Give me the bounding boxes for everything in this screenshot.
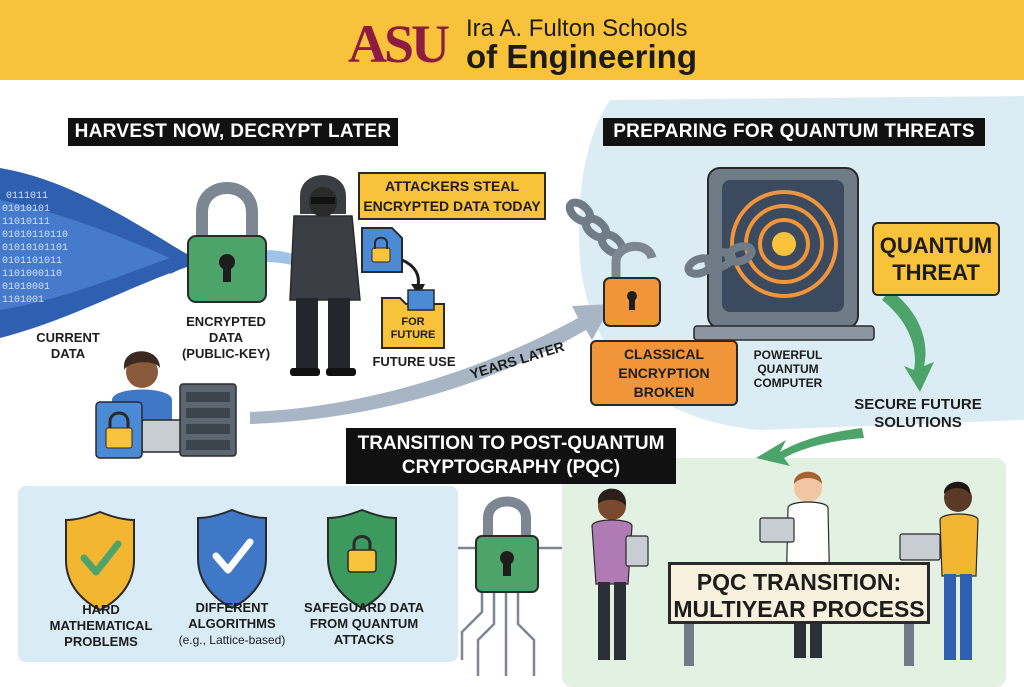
broken-line: ENCRYPTION [618, 365, 710, 381]
encrypted-data-line: DATA [208, 330, 244, 345]
broken-chain-icon [565, 198, 756, 278]
shield-safeguard-icon [327, 508, 397, 610]
team-member-tablet-icon [591, 488, 649, 660]
current-data-line: DATA [50, 346, 86, 361]
sign-line: PQC TRANSITION: [696, 569, 902, 595]
secure-line: SOLUTIONS [874, 414, 962, 431]
pqc-padlock-icon [475, 496, 539, 593]
solutions-to-team-arrow-icon [756, 428, 864, 466]
threat-line: THREAT [892, 260, 980, 285]
broken-padlock-icon [603, 241, 661, 327]
encryption-broken-callout: CLASSICAL ENCRYPTION BROKEN [590, 340, 738, 406]
quantum-computer-icon [693, 167, 875, 341]
harvest-title: HARVEST NOW, DECRYPT LATER [68, 118, 398, 146]
computer-line: POWERFUL [753, 348, 823, 362]
attackers-line: ATTACKERS STEAL [384, 178, 520, 194]
secure-line: SECURE FUTURE [854, 396, 982, 413]
binary-line: 1101001 [2, 295, 45, 306]
quantum-title: PREPARING FOR QUANTUM THREATS [603, 118, 985, 146]
broken-line: CLASSICAL [623, 346, 705, 362]
current-data-line: CURRENT [36, 330, 100, 345]
computer-line: QUANTUM [757, 362, 819, 376]
quantum-threat-callout: QUANTUM THREAT [872, 222, 1000, 296]
shield-line: MATHEMATICAL [49, 618, 153, 633]
pqc-title-line: CRYPTOGRAPHY (PQC) [401, 457, 621, 478]
stolen-document-icon [361, 227, 403, 273]
threat-line: QUANTUM [879, 233, 993, 258]
folder-line: FUTURE [390, 329, 436, 341]
sign-post-left [684, 622, 694, 666]
future-use-label: FUTURE USE [372, 354, 456, 369]
shield-line: SAFEGUARD DATA [303, 600, 425, 615]
data-flow-arrow-icon [170, 246, 200, 274]
threat-to-solutions-arrow-icon [882, 290, 934, 392]
shield-line: PROBLEMS [64, 634, 138, 649]
sign-line: MULTIYEAR PROCESS [673, 596, 925, 622]
encrypted-data-line: ENCRYPTED [186, 314, 266, 329]
binary-line: 01010101101 [2, 243, 69, 254]
shield-hard-math-icon [65, 510, 135, 612]
header-band [0, 0, 1024, 80]
server-rack-icon [179, 383, 237, 457]
shield-label-hard-math: HARD MATHEMATICAL PROBLEMS [40, 602, 162, 650]
current-data-label: CURRENT DATA [30, 330, 106, 362]
binary-line: 1101000110 [2, 269, 63, 280]
shield-line: DIFFERENT [195, 600, 269, 615]
attacker-figure-icon [289, 175, 361, 376]
binary-line: 01010110110 [2, 230, 69, 241]
folder-line: FOR [401, 316, 425, 328]
pqc-title-line: TRANSITION TO POST-QUANTUM [357, 433, 665, 454]
shield-line: HARD [82, 602, 120, 617]
team-member-laptop-icon [899, 481, 979, 660]
pqc-title: TRANSITION TO POST-QUANTUM CRYPTOGRAPHY … [346, 428, 676, 484]
encrypted-data-line: (PUBLIC-KEY) [181, 346, 271, 361]
sign-post-right [904, 622, 914, 666]
shield-line: ATTACKS [333, 632, 395, 647]
broken-line: BROKEN [633, 384, 695, 400]
binary-stream: 0111011 01010101 11010111 01010110110 01… [2, 190, 172, 307]
shield-label-algorithms: DIFFERENT ALGORITHMS (e.g., Lattice-base… [170, 600, 294, 648]
data-stream-highlight-icon [0, 200, 170, 310]
steal-arrow-icon [401, 258, 420, 287]
binary-line: 0111011 [6, 191, 49, 202]
years-later-arrow-icon [250, 304, 612, 424]
binary-line: 01010101 [2, 204, 51, 215]
attackers-callout: ATTACKERS STEAL ENCRYPTED DATA TODAY [358, 172, 546, 220]
shield-label-safeguard: SAFEGUARD DATA FROM QUANTUM ATTACKS [300, 600, 428, 648]
encrypted-padlock-icon [187, 182, 267, 303]
shield-algorithms-icon [197, 508, 267, 610]
shield-line: FROM QUANTUM [309, 616, 419, 631]
shield-line: (e.g., Lattice-based) [178, 633, 286, 647]
pqc-circuit-traces-icon [458, 546, 562, 676]
logo-line-engineering: of Engineering [466, 38, 697, 75]
binary-line: 0101101011 [2, 256, 63, 267]
quantum-computer-label: POWERFUL QUANTUM COMPUTER [742, 348, 834, 390]
folder-label: FOR FUTURE [384, 316, 442, 342]
encrypted-data-label: ENCRYPTED DATA (PUBLIC-KEY) [170, 314, 282, 362]
shield-line: ALGORITHMS [188, 616, 276, 631]
asu-logo-mark: ASU [348, 14, 450, 74]
computer-line: COMPUTER [753, 376, 823, 390]
attackers-line: ENCRYPTED DATA TODAY [363, 198, 541, 214]
pqc-transition-sign: PQC TRANSITION: MULTIYEAR PROCESS [668, 562, 930, 624]
worker-padlock-icon [95, 401, 143, 459]
logo-line-schools: Ira A. Fulton Schools [466, 15, 688, 42]
binary-line: 11010111 [2, 217, 51, 228]
secure-solutions-label: SECURE FUTURE SOLUTIONS [850, 396, 986, 432]
future-folder-icon [381, 289, 445, 349]
binary-line: 01010001 [2, 282, 51, 293]
